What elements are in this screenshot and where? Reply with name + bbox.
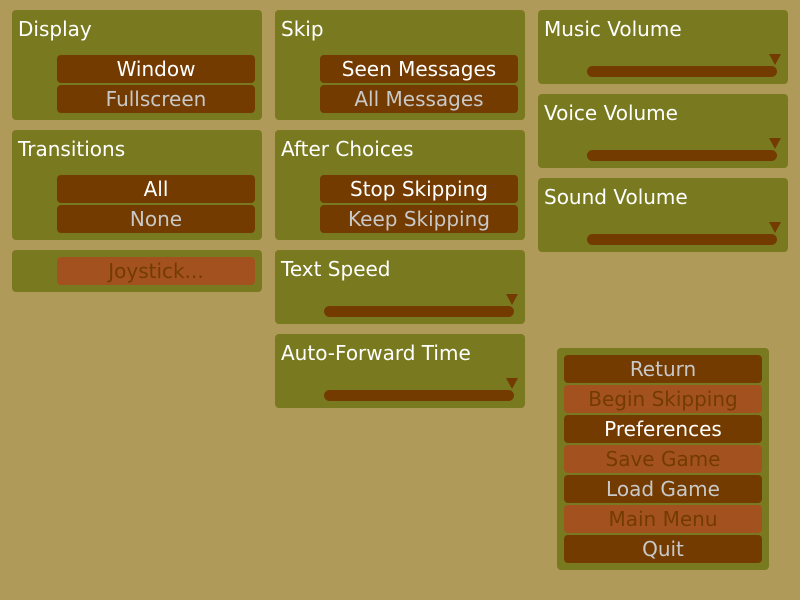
auto-forward-slider[interactable] (324, 390, 514, 401)
display-title: Display (18, 17, 92, 41)
transitions-all-button[interactable]: All (57, 175, 255, 203)
text-speed-title: Text Speed (281, 257, 391, 281)
window-button[interactable]: Window (57, 55, 255, 83)
text-speed-panel: Text Speed (275, 250, 525, 324)
stop-skipping-button[interactable]: Stop Skipping (320, 175, 518, 203)
sound-volume-slider-thumb[interactable] (769, 222, 781, 233)
transitions-title: Transitions (18, 137, 126, 161)
after-choices-title: After Choices (281, 137, 414, 161)
joystick-button[interactable]: Joystick... (57, 257, 255, 285)
music-volume-slider[interactable] (587, 66, 777, 77)
main-menu-button[interactable]: Main Menu (564, 505, 762, 533)
fullscreen-button[interactable]: Fullscreen (57, 85, 255, 113)
voice-volume-panel: Voice Volume (538, 94, 788, 168)
text-speed-slider[interactable] (324, 306, 514, 317)
music-volume-panel: Music Volume (538, 10, 788, 84)
auto-forward-title: Auto-Forward Time (281, 341, 471, 365)
auto-forward-slider-thumb[interactable] (506, 378, 518, 389)
voice-volume-slider-thumb[interactable] (769, 138, 781, 149)
game-menu-panel: Return Begin Skipping Preferences Save G… (557, 348, 769, 570)
return-button[interactable]: Return (564, 355, 762, 383)
sound-volume-title: Sound Volume (544, 185, 688, 209)
keep-skipping-button[interactable]: Keep Skipping (320, 205, 518, 233)
voice-volume-title: Voice Volume (544, 101, 678, 125)
auto-forward-panel: Auto-Forward Time (275, 334, 525, 408)
quit-button[interactable]: Quit (564, 535, 762, 563)
save-game-button[interactable]: Save Game (564, 445, 762, 473)
music-volume-slider-thumb[interactable] (769, 54, 781, 65)
skip-title: Skip (281, 17, 324, 41)
load-game-button[interactable]: Load Game (564, 475, 762, 503)
transitions-none-button[interactable]: None (57, 205, 255, 233)
music-volume-title: Music Volume (544, 17, 682, 41)
text-speed-slider-thumb[interactable] (506, 294, 518, 305)
begin-skipping-button[interactable]: Begin Skipping (564, 385, 762, 413)
skip-panel: Skip Seen Messages All Messages (275, 10, 525, 120)
display-panel: Display Window Fullscreen (12, 10, 262, 120)
after-choices-panel: After Choices Stop Skipping Keep Skippin… (275, 130, 525, 240)
joystick-panel: Joystick... (12, 250, 262, 292)
voice-volume-slider[interactable] (587, 150, 777, 161)
preferences-button[interactable]: Preferences (564, 415, 762, 443)
sound-volume-slider[interactable] (587, 234, 777, 245)
sound-volume-panel: Sound Volume (538, 178, 788, 252)
transitions-panel: Transitions All None (12, 130, 262, 240)
seen-messages-button[interactable]: Seen Messages (320, 55, 518, 83)
all-messages-button[interactable]: All Messages (320, 85, 518, 113)
